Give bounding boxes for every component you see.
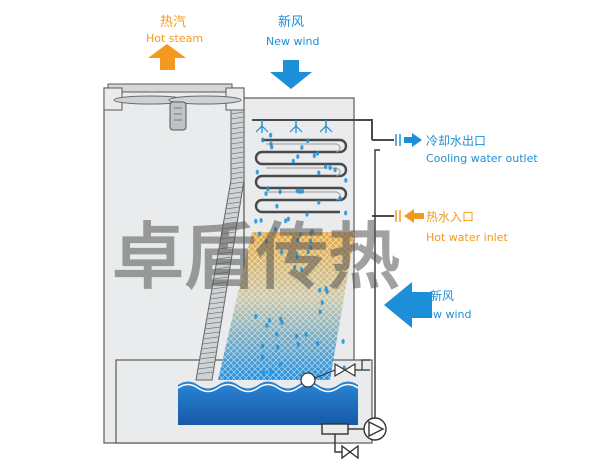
hot-steam-arrow [148,44,186,70]
new-wind-top-label-en: New wind [266,35,320,48]
new-wind-side-arrow [384,282,432,328]
louver-panel [195,109,245,381]
new-wind-top-arrow [270,60,312,89]
spray-header [252,119,394,217]
fill-media [218,232,355,380]
spray-nozzle-icon [319,120,333,133]
watermark-text: 卓盾传热 [112,215,400,299]
new-wind-side-label-en: New wind [418,308,472,321]
cooling-outlet-arrow [395,133,422,147]
spray-nozzle-icon [255,120,269,133]
cooling-outlet-label-cn: 冷却水出口 [426,134,486,148]
cooling-outlet-label-en: Cooling water outlet [426,152,538,165]
float-valve [300,359,370,388]
fan-icon [113,95,242,131]
spray-nozzle-icon [289,120,303,133]
new-wind-top-label-cn: 新风 [278,14,304,30]
basin-water [177,381,359,425]
water-droplets [254,132,348,376]
pump-piping [321,149,387,460]
hot-inlet-label-en: Hot water inlet [426,231,508,244]
hot-steam-label-cn: 热汽 [160,15,186,30]
hot-inlet-label-cn: 热水入口 [426,210,474,224]
coil-bundle [254,138,348,214]
hot-steam-label-en: Hot steam [146,32,203,45]
new-wind-side-label-cn: 新风 [430,288,454,303]
hot-inlet-arrow [395,209,424,223]
